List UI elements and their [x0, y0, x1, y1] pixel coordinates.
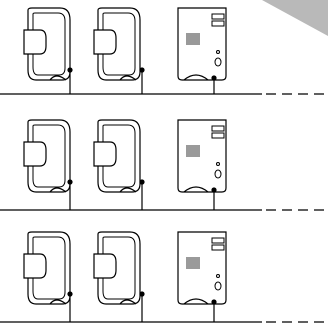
connection-node	[139, 179, 144, 184]
network-row	[0, 120, 328, 210]
workstation-screen-panel	[94, 142, 116, 166]
connection-node	[67, 179, 72, 184]
connection-node	[67, 291, 72, 296]
workstation-screen-panel	[94, 30, 116, 54]
corner-shade	[262, 0, 328, 36]
connection-node	[211, 187, 216, 192]
workstation-screen-panel	[24, 142, 46, 166]
connection-node	[139, 291, 144, 296]
network-row	[0, 8, 328, 94]
connection-node	[211, 75, 216, 80]
connection-node	[211, 299, 216, 304]
workstation-screen-panel	[94, 254, 116, 278]
network-row	[0, 232, 328, 322]
workstation-screen-panel	[24, 254, 46, 278]
connection-node	[139, 67, 144, 72]
connection-node	[67, 67, 72, 72]
network-rows	[0, 8, 328, 322]
workstation-screen-panel	[24, 30, 46, 54]
